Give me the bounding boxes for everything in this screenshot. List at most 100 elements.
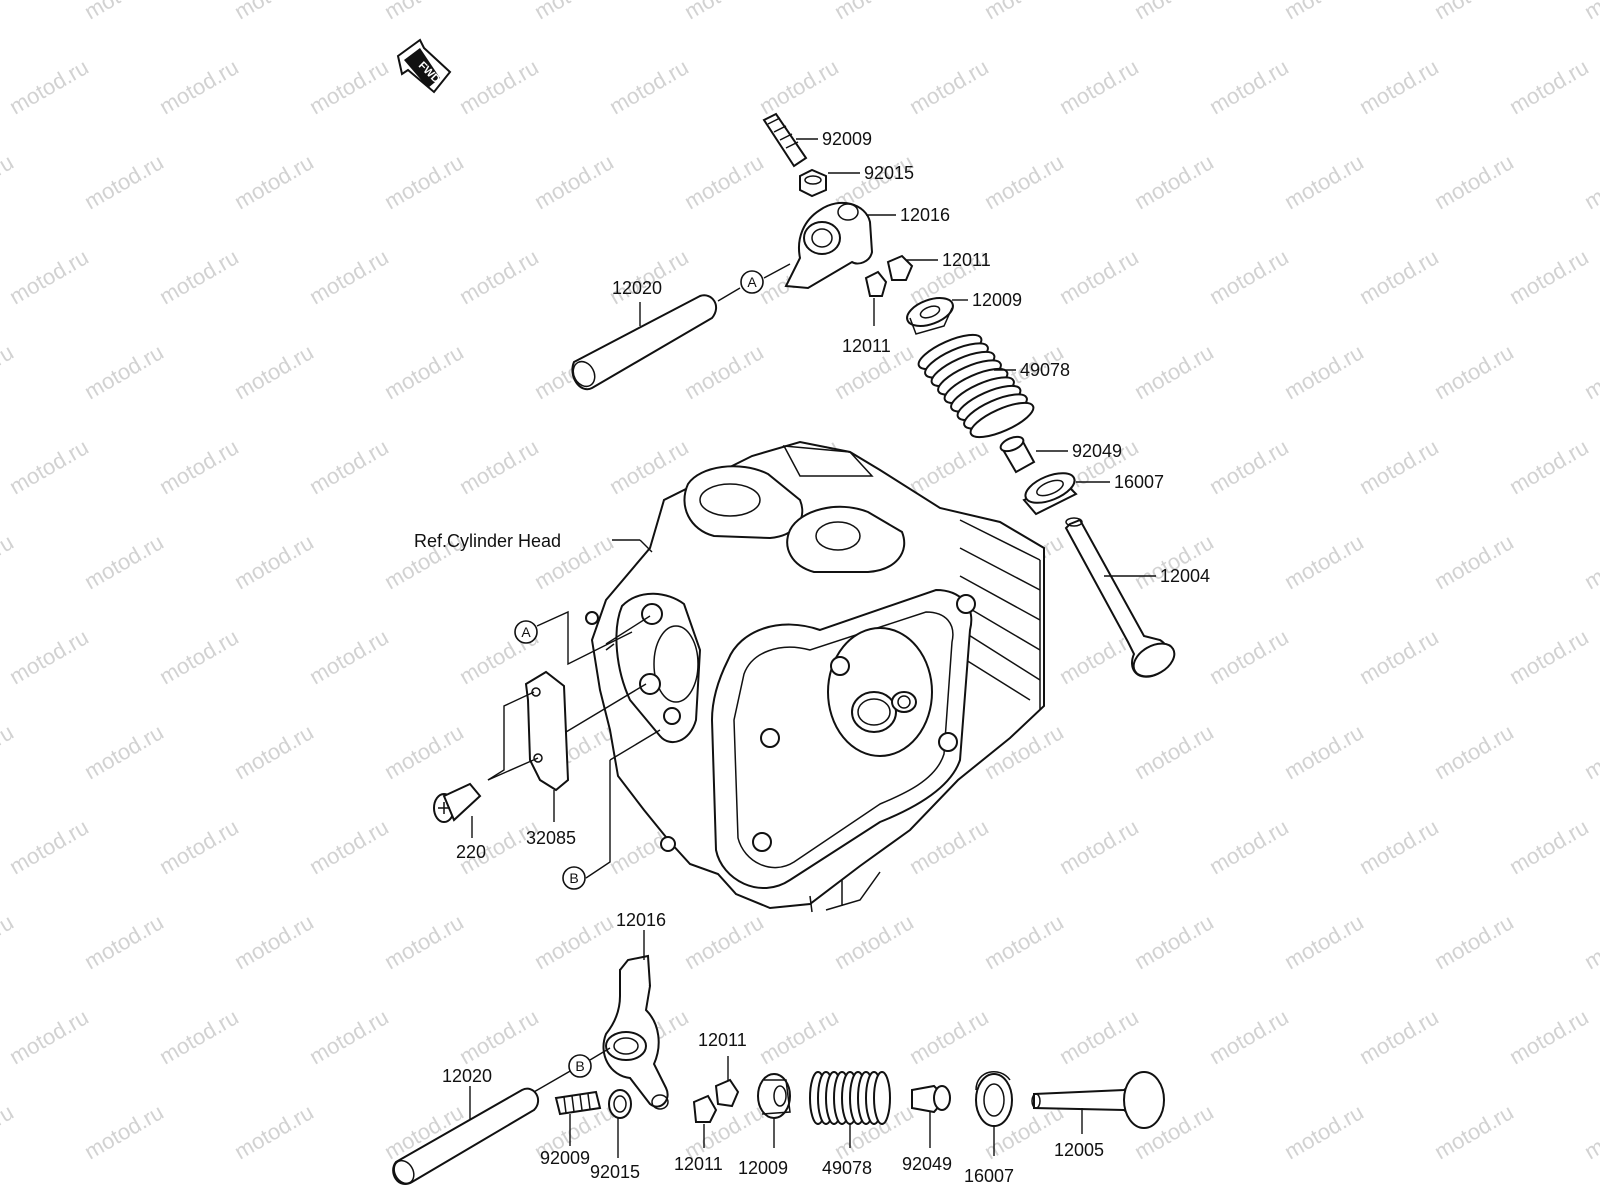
spring-coil [969,401,1035,439]
watermark-text: motod.ru [680,149,768,214]
watermark-text: motod.ru [1580,0,1600,24]
callout-a-head: A [514,620,538,644]
watermark-text: motod.ru [0,0,18,24]
watermark-text: motod.ru [1130,0,1218,24]
watermark-text: motod.ru [230,339,318,404]
watermark-text: motod.ru [0,909,18,974]
watermark-text: motod.ru [305,814,393,879]
watermark-text: motod.ru [155,1194,243,1200]
watermark-text: motod.ru [305,244,393,309]
watermark-text: motod.ru [1205,1004,1293,1069]
watermark-text: motod.ru [305,54,393,119]
watermark-text: motod.ru [455,434,543,499]
watermark-text: motod.ru [1205,244,1293,309]
label-lower-valve-spring: 49078 [822,1158,872,1178]
spring-coil [873,1071,891,1125]
label-lower-cotter-top: 12011 [698,1030,747,1050]
watermark-text: motod.ru [1205,814,1293,879]
watermark-text: motod.ru [605,434,693,499]
watermark-text: motod.ru [80,529,168,594]
watermark-text: motod.ru [905,434,993,499]
svg-text:A: A [747,274,757,290]
lower-valve-part [1031,1071,1165,1129]
label-upper-rocker-arm: 12016 [900,205,950,225]
cylinder-head-part [585,440,1045,913]
svg-text:B: B [575,1058,584,1074]
watermark-text: motod.ru [1055,244,1143,309]
watermark-text: motod.ru [380,0,468,24]
watermark-text: motod.ru [380,149,468,214]
watermark-text: motod.ru [455,54,543,119]
watermark-text: motod.ru [980,149,1068,214]
upper-valve-spring-part [917,333,1035,439]
watermark-text: motod.ru [0,149,18,214]
watermark-text: motod.ru [605,1194,693,1200]
upper-rocker-shaft-part [571,294,718,391]
watermark-text: motod.ru [230,719,318,784]
lower-valve-spring-part [809,1071,891,1125]
label-lower-valve: 12005 [1054,1140,1104,1160]
watermark-text: motod.ru [155,624,243,689]
watermark-text: motod.ru [455,244,543,309]
upper-adjusting-screw-part [762,112,808,168]
watermark-text: motod.ru [1505,434,1593,499]
lower-adjusting-screw-part [554,1090,602,1116]
label-plate: 32085 [526,828,576,848]
watermark-text: motod.ru [680,909,768,974]
watermark-text: motod.ru [1280,0,1368,24]
watermark-text: motod.ru [1280,529,1368,594]
watermark-text: motod.ru [605,244,693,309]
watermark-text: motod.ru [5,624,93,689]
watermark-text: motod.ru [1430,149,1518,214]
label-lower-spring-retainer: 12009 [738,1158,788,1178]
watermark-text: motod.ru [1580,339,1600,404]
watermark-text: motod.ru [1355,54,1443,119]
watermark-text: motod.ru [1580,719,1600,784]
watermark-text: motod.ru [155,814,243,879]
watermark-text: motod.ru [155,54,243,119]
watermark-text: motod.ru [0,529,18,594]
watermark-text: motod.ru [155,434,243,499]
watermark-text: motod.ru [905,1004,993,1069]
watermark-text: motod.ru [230,909,318,974]
watermark-text: motod.ru [905,814,993,879]
watermark-text: motod.ru [1280,149,1368,214]
forward-direction-arrow: FWD [396,38,452,94]
watermark-text: motod.ru [455,1004,543,1069]
upper-spring-seat-part [1022,472,1078,516]
label-upper-spring-retainer: 12009 [972,290,1022,310]
callout-a-upper: A [740,270,764,294]
upper-stem-seal-part [999,435,1036,474]
watermark-text: motod.ru [80,339,168,404]
lower-spring-retainer-part [757,1073,791,1119]
label-lower-stem-seal: 92049 [902,1154,952,1174]
watermark-text: motod.ru [380,719,468,784]
watermark-text: motod.ru [1430,1099,1518,1164]
watermark-text: motod.ru [755,1004,843,1069]
watermark-text: motod.ru [830,0,918,24]
watermark-text: motod.ru [1505,54,1593,119]
watermark-text: motod.ru [5,1194,93,1200]
watermark-text: motod.ru [230,529,318,594]
watermark-text: motod.ru [1280,909,1368,974]
watermark-text: motod.ru [1055,814,1143,879]
watermark-text: motod.ru [1355,244,1443,309]
svg-text:A: A [521,624,531,640]
part-labels: 92009 92015 12016 12020 12011 12009 1201… [414,129,1210,1186]
lower-rocker-shaft-part [392,1087,540,1185]
watermark-text: motod.ru [305,624,393,689]
watermark-text: motod.ru [1580,149,1600,214]
watermark-text: motod.ru [905,54,993,119]
watermark-text: motod.ru [530,909,618,974]
watermark-text: motod.ru [905,1194,993,1200]
watermark-text: motod.ru [980,909,1068,974]
watermark-text: motod.ru [5,814,93,879]
label-upper-adjusting-screw: 92009 [822,129,872,149]
watermark-text: motod.ru [155,1004,243,1069]
watermark-text: motod.ru [1580,1099,1600,1164]
watermark-text: motod.ru [80,1099,168,1164]
watermark-text: motod.ru [1130,149,1218,214]
watermark-text: motod.ru [1205,54,1293,119]
